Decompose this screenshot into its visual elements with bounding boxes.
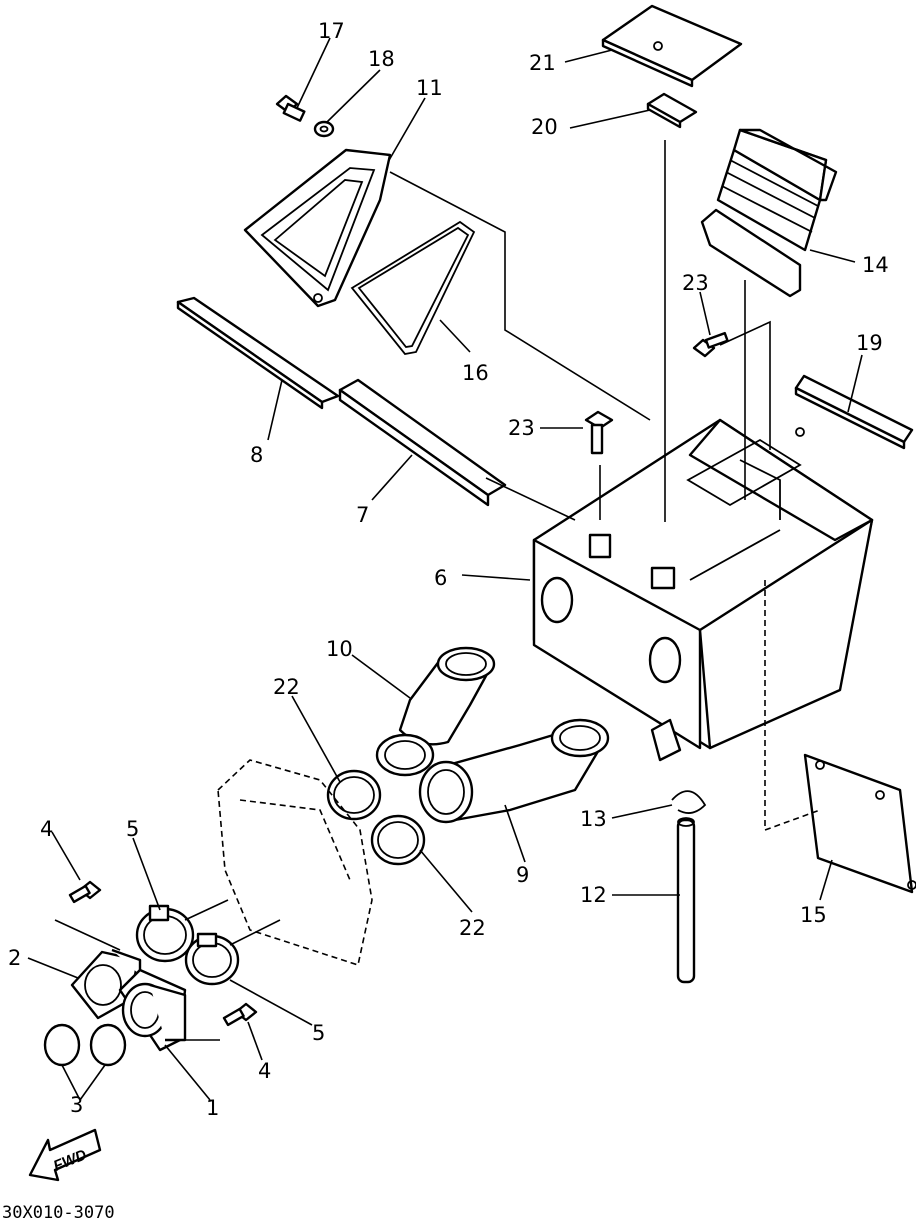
part-7-filter-element xyxy=(338,378,507,507)
part-1-carb-joint xyxy=(118,968,187,1052)
part-5-clamp-lower xyxy=(184,932,240,986)
callout-13: 13 xyxy=(580,807,607,831)
callout-9: 9 xyxy=(516,863,529,887)
part-23-bolt-upper xyxy=(692,331,729,358)
part-15-side-plate xyxy=(803,753,916,894)
part-3-o-ring-lower xyxy=(89,1023,127,1067)
callout-15: 15 xyxy=(800,903,827,927)
part-20-pad xyxy=(646,92,698,129)
callout-19: 19 xyxy=(856,331,883,355)
callout-6: 6 xyxy=(434,566,447,590)
callout-20: 20 xyxy=(531,115,558,139)
callout-leaders xyxy=(27,37,863,1101)
part-3-o-ring-upper xyxy=(43,1023,81,1067)
callout-23-upper: 23 xyxy=(682,271,709,295)
part-12-drain-tube xyxy=(676,817,696,984)
part-23-bolt-center xyxy=(584,410,614,455)
callout-21: 21 xyxy=(529,51,556,75)
callout-18: 18 xyxy=(368,47,395,71)
part-17-screw xyxy=(275,94,306,122)
part-18-washer xyxy=(313,120,335,138)
part-19-foam-strip xyxy=(794,374,914,450)
callout-3: 3 xyxy=(70,1093,83,1117)
engine-outline xyxy=(217,759,373,967)
callout-11: 11 xyxy=(416,76,443,100)
fwd-direction-arrow: FWD xyxy=(28,1128,102,1182)
part-4-screw-lower xyxy=(222,1002,258,1027)
callout-5-lower: 5 xyxy=(312,1021,325,1045)
part-5-clamp-upper xyxy=(135,904,195,963)
part-11-filter-frame xyxy=(243,148,392,308)
part-4-screw-upper xyxy=(68,880,102,904)
callout-2: 2 xyxy=(8,946,21,970)
callout-17: 17 xyxy=(318,19,345,43)
part-14-intake-boot xyxy=(700,128,838,298)
part-10-elbow-tube xyxy=(375,646,496,777)
part-16-gasket xyxy=(350,220,476,355)
part-22-clamp-upper xyxy=(326,769,382,821)
callout-22-lower: 22 xyxy=(459,916,486,940)
callout-labels: 17 18 11 21 20 14 23 19 23 16 8 7 6 10 2… xyxy=(8,19,889,1120)
callout-10: 10 xyxy=(326,637,353,661)
callout-23-center: 23 xyxy=(508,416,535,440)
drawing-code: 30X010-3070 xyxy=(2,1203,115,1223)
callout-14: 14 xyxy=(862,253,889,277)
part-9-curved-tube xyxy=(418,718,610,824)
callout-1: 1 xyxy=(206,1096,219,1120)
part-21-cover-plate xyxy=(601,4,743,88)
part-13-clip xyxy=(671,790,707,814)
callout-16: 16 xyxy=(462,361,489,385)
callout-12: 12 xyxy=(580,883,607,907)
callout-4-lower: 4 xyxy=(258,1059,271,1083)
callout-8: 8 xyxy=(250,443,263,467)
callout-7: 7 xyxy=(356,503,369,527)
callout-5-upper: 5 xyxy=(126,817,139,841)
part-8-plate xyxy=(176,296,340,410)
part-6-air-box xyxy=(532,418,874,762)
callout-4-upper: 4 xyxy=(40,817,53,841)
assembly-guide-lines xyxy=(54,140,821,1041)
part-22-clamp-lower xyxy=(370,814,426,866)
callout-22-upper: 22 xyxy=(273,675,300,699)
